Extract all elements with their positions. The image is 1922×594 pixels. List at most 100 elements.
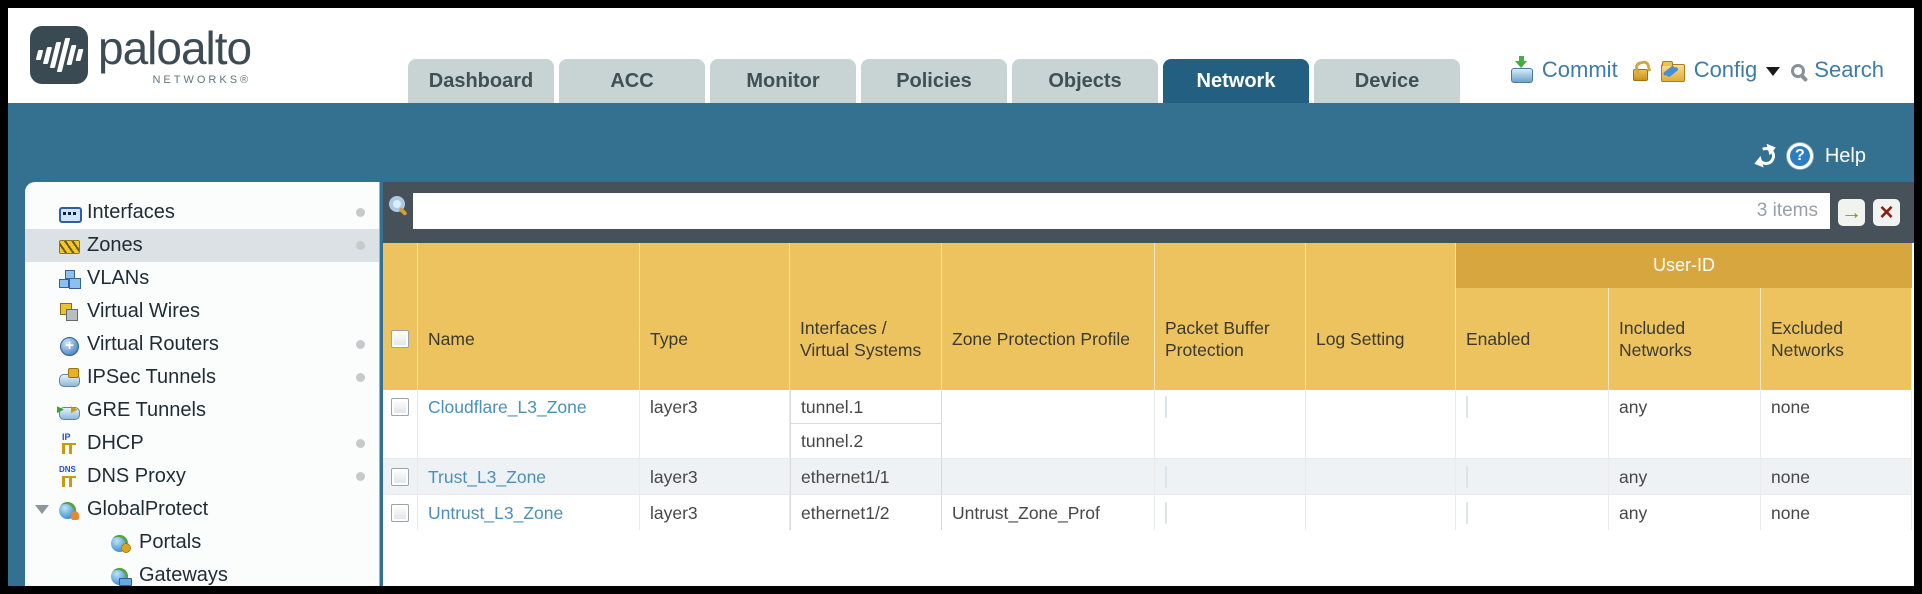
user-id-enabled-cell (1456, 495, 1609, 530)
user-id-enabled-checkbox[interactable] (1466, 466, 1468, 488)
user-id-enabled-cell (1456, 390, 1609, 458)
status-dot-icon (356, 340, 365, 349)
included-networks-cell: any (1609, 390, 1761, 458)
status-dot-icon (356, 241, 365, 250)
user-id-enabled-checkbox[interactable] (1466, 502, 1468, 524)
sidebar-item-virtual-wires[interactable]: Virtual Wires (25, 295, 379, 328)
config-icon (1660, 60, 1685, 82)
search-icon (1791, 64, 1806, 78)
help-icon[interactable]: ? (1786, 143, 1813, 169)
help-label[interactable]: Help (1824, 144, 1866, 167)
sidebar-item-dns-proxy[interactable]: DNS Proxy (25, 460, 379, 493)
log-setting-cell (1306, 390, 1456, 458)
interfaces-cell: tunnel.1 tunnel.2 (790, 390, 942, 458)
gre-tunnels-icon (57, 401, 80, 421)
status-dot-icon (356, 373, 365, 382)
commit-icon (1510, 55, 1533, 83)
zone-protection-profile-cell (942, 390, 1155, 458)
ipsec-tunnels-icon (59, 367, 80, 388)
zone-name-link[interactable]: Trust_L3_Zone (428, 467, 547, 487)
sidebar-item-gateways[interactable]: Gateways (25, 559, 379, 586)
column-header-zone-protection-profile[interactable]: Zone Protection Profile (942, 243, 1155, 390)
magnifier-icon (389, 196, 405, 212)
clear-filter-button[interactable]: × (1873, 199, 1900, 226)
tab-device[interactable]: Device (1314, 59, 1460, 103)
apply-filter-button[interactable]: → (1838, 199, 1865, 226)
sidebar-item-dhcp[interactable]: DHCP (25, 427, 379, 460)
commit-button[interactable]: Commit (1541, 57, 1618, 82)
column-header-included-networks[interactable]: Included Networks (1609, 288, 1761, 390)
sidebar-item-vlans[interactable]: VLANs (25, 262, 379, 295)
sidebar-item-globalprotect[interactable]: GlobalProtect (25, 493, 379, 526)
column-header-type[interactable]: Type (640, 243, 790, 390)
global-search-button[interactable]: Search (1814, 57, 1884, 82)
sidebar-item-zones[interactable]: Zones (25, 229, 379, 262)
column-header-interfaces-virtual-systems[interactable]: Interfaces / Virtual Systems (790, 243, 942, 390)
excluded-networks-cell: none (1761, 390, 1912, 458)
sidebar-item-label: Interfaces (87, 201, 175, 223)
user-id-group-header: User-ID (1456, 243, 1912, 288)
sidebar-item-portals[interactable]: Portals (25, 526, 379, 559)
packet-buffer-protection-cell (1155, 390, 1306, 458)
excluded-networks-cell: none (1761, 495, 1912, 530)
row-select-cell (383, 390, 418, 458)
portals-icon (111, 533, 131, 553)
dns-proxy-icon (59, 465, 79, 487)
column-header-enabled[interactable]: Enabled (1456, 288, 1609, 390)
tab-acc[interactable]: ACC (559, 59, 705, 103)
packet-buffer-checkbox[interactable] (1165, 502, 1167, 524)
select-all-checkbox[interactable] (391, 330, 409, 348)
sidebar-item-label: Zones (87, 234, 143, 256)
status-dot-icon (356, 439, 365, 448)
tab-network[interactable]: Network (1163, 59, 1309, 103)
expander-triangle-icon[interactable] (35, 505, 49, 514)
packet-buffer-checkbox[interactable] (1165, 396, 1167, 418)
column-header-name[interactable]: Name (418, 243, 640, 390)
interface-entry: tunnel.1 (791, 390, 941, 424)
status-dot-icon (356, 208, 365, 217)
user-id-enabled-checkbox[interactable] (1466, 396, 1468, 418)
tab-policies[interactable]: Policies (861, 59, 1007, 103)
tab-dashboard[interactable]: Dashboard (408, 59, 554, 103)
dhcp-icon (59, 432, 79, 454)
packet-buffer-protection-cell (1155, 459, 1306, 494)
tab-monitor[interactable]: Monitor (710, 59, 856, 103)
lock-icon[interactable] (1632, 68, 1648, 81)
filter-bar: 3 items → × (383, 182, 1914, 243)
virtual-routers-icon (59, 335, 79, 356)
packet-buffer-checkbox[interactable] (1165, 466, 1167, 488)
config-button[interactable]: Config (1693, 57, 1758, 82)
refresh-icon[interactable] (1754, 144, 1778, 168)
sidebar-item-virtual-routers[interactable]: Virtual Routers (25, 328, 379, 361)
brand-subtitle: NETWORKS® (152, 74, 252, 86)
sidebar-item-ipsec-tunnels[interactable]: IPSec Tunnels (25, 361, 379, 394)
zone-type-cell: layer3 (640, 390, 790, 458)
zone-name-link[interactable]: Untrust_L3_Zone (428, 503, 564, 523)
status-dot-icon (356, 472, 365, 481)
paloalto-logo-icon (30, 26, 88, 84)
gateways-icon (111, 566, 132, 586)
column-header-excluded-networks[interactable]: Excluded Networks (1761, 288, 1912, 390)
column-header-packet-buffer-protection[interactable]: Packet Buffer Protection (1155, 243, 1306, 390)
row-checkbox[interactable] (391, 468, 409, 486)
sidebar-item-label: Virtual Wires (87, 300, 200, 322)
included-networks-cell: any (1609, 495, 1761, 530)
zone-name-cell: Trust_L3_Zone (418, 459, 640, 494)
tab-objects[interactable]: Objects (1012, 59, 1158, 103)
zone-protection-profile-cell: Untrust_Zone_Prof (942, 495, 1155, 530)
zone-name-link[interactable]: Cloudflare_L3_Zone (428, 397, 587, 417)
row-checkbox[interactable] (391, 504, 409, 522)
chevron-down-icon[interactable] (1766, 66, 1781, 76)
sidebar-item-label: DNS Proxy (87, 465, 186, 487)
interface-entry: tunnel.2 (801, 431, 864, 451)
sidebar-item-interfaces[interactable]: Interfaces (25, 196, 379, 229)
included-networks-cell: any (1609, 459, 1761, 494)
row-checkbox[interactable] (391, 398, 409, 416)
column-header-log-setting[interactable]: Log Setting (1306, 243, 1456, 390)
sidebar-item-gre-tunnels[interactable]: GRE Tunnels (25, 394, 379, 427)
search-input[interactable] (413, 193, 1830, 229)
globalprotect-icon (59, 500, 79, 520)
utility-bar: Commit Config Search (1510, 52, 1884, 88)
